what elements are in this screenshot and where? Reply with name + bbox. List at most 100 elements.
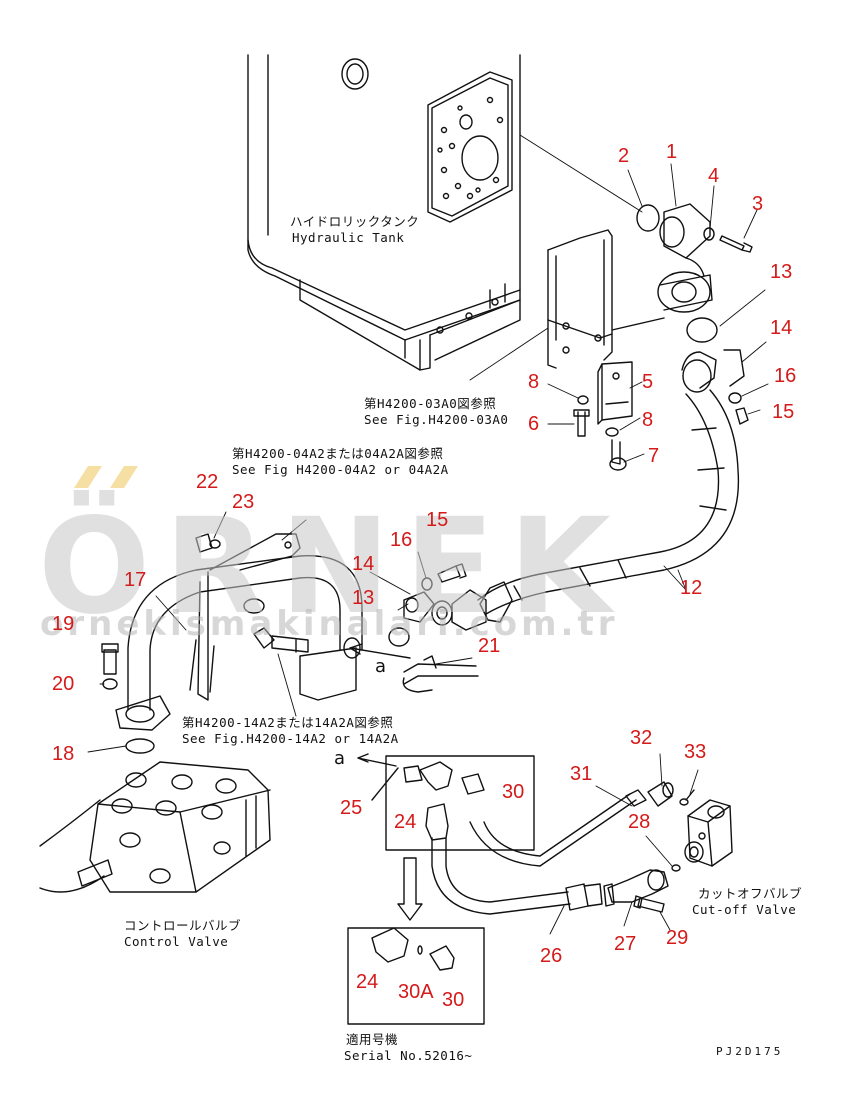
hydraulic-tank [247, 54, 521, 371]
control-valve-en: Control Valve [124, 934, 229, 949]
part-number-32: 32 [630, 727, 653, 749]
part-number-24-upper: 24 [394, 811, 417, 833]
bracket-03a0 [547, 229, 665, 369]
washer-16-lower [421, 577, 433, 591]
down-arrow [397, 857, 423, 921]
part-number-25: 25 [340, 797, 363, 819]
washer-4 [703, 227, 715, 241]
leader-25 [371, 767, 399, 801]
part-number-8-right: 8 [642, 409, 654, 431]
connector-fitting [253, 627, 309, 653]
bolt-15-top [735, 407, 749, 425]
leader-lines [87, 134, 769, 935]
part-number-22: 22 [196, 471, 219, 493]
tube-21 [402, 655, 479, 693]
drawing-code: PJ2D175 [716, 1045, 784, 1058]
serial-en: Serial No.52016~ [344, 1048, 473, 1063]
arrow-a-upper [349, 643, 411, 659]
part-number-3: 3 [752, 193, 764, 215]
ref-04a2-en: See Fig H4200-04A2 or 04A2A [232, 462, 449, 477]
o-ring-33-leader [685, 789, 695, 801]
cutoff-valve-jp: カットオフバルブ [698, 886, 803, 901]
bolt-7 [609, 439, 627, 471]
part-number-17: 17 [124, 569, 147, 591]
o-ring-13-top [686, 317, 718, 343]
o-ring-18 [125, 738, 155, 754]
part-number-5: 5 [642, 371, 654, 393]
ref-03a0-en: See Fig.H4200-03A0 [364, 412, 509, 427]
part-number-26: 26 [540, 945, 563, 967]
bolt-3 [719, 235, 753, 253]
part-number-12: 12 [680, 577, 703, 599]
serial-jp: 適用号機 [346, 1032, 399, 1047]
part-number-7: 7 [648, 445, 660, 467]
ref-14a2-jp: 第H4200-14A2または14A2A図参照 [182, 715, 394, 730]
part-number-8-left: 8 [528, 371, 540, 393]
tube-17 [115, 555, 363, 731]
part-number-14-top: 14 [770, 317, 793, 339]
part-number-30A: 30A [398, 981, 434, 1003]
tank-label-en: Hydraulic Tank [292, 230, 405, 245]
part-number-30-upper: 30 [502, 781, 525, 803]
cutoff-valve-en: Cut-off Valve [692, 902, 797, 917]
arrow-a-lower [357, 753, 397, 767]
part-number-13-lower: 13 [352, 587, 375, 609]
part-number-15-lower: 15 [426, 509, 449, 531]
part-number-24-lower: 24 [356, 971, 379, 993]
callout-a-upper: a [375, 656, 387, 677]
part-number-15-top: 15 [772, 401, 795, 423]
control-valve [39, 761, 271, 893]
part-number-21: 21 [478, 635, 501, 657]
ref-14a2-en: See Fig.H4200-14A2 or 14A2A [182, 731, 399, 746]
o-ring-2 [636, 204, 660, 232]
o-ring-28 [671, 864, 681, 872]
bracket-04a2 [189, 533, 301, 701]
callout-a-lower: a [334, 748, 346, 769]
detail-box-lower [347, 927, 485, 1025]
part-number-33: 33 [684, 741, 707, 763]
tank-label-jp: ハイドロリックタンク [290, 214, 420, 229]
bolt-29 [633, 895, 665, 913]
hose-26 [425, 803, 603, 915]
part-number-16-top: 16 [774, 365, 797, 387]
part-number-1: 1 [666, 141, 678, 163]
o-ring-33 [679, 798, 689, 806]
bolt-19 [101, 643, 119, 675]
detail-box-upper [385, 755, 535, 851]
clamp-5 [597, 361, 633, 425]
part-number-16-lower: 16 [390, 529, 413, 551]
split-flange-14-lower [403, 591, 435, 623]
washer-20 [102, 678, 118, 690]
part-number-27: 27 [614, 933, 637, 955]
bolt-6 [573, 409, 590, 437]
washer-8-bottom [605, 427, 619, 437]
cutoff-valve [684, 799, 733, 867]
part-number-6: 6 [528, 413, 540, 435]
washer-23 [209, 539, 221, 549]
ref-04a2-jp: 第H4200-04A2または04A2A図参照 [232, 446, 444, 461]
part-number-28: 28 [628, 811, 651, 833]
hose-12 [431, 389, 740, 631]
part-number-4: 4 [708, 165, 720, 187]
split-flange-14-top [681, 349, 745, 393]
bolt-15-lower [437, 563, 467, 583]
elbow-fitting-1 [657, 203, 713, 313]
part-number-29: 29 [666, 927, 689, 949]
washer-16-top [728, 392, 742, 404]
o-ring-13-lower [388, 627, 410, 647]
part-number-14-lower: 14 [352, 553, 375, 575]
washer-8-top [577, 395, 589, 405]
tube-31 [469, 789, 647, 867]
part-number-13-top: 13 [770, 261, 793, 283]
part-number-18: 18 [52, 743, 75, 765]
part-number-19: 19 [52, 613, 75, 635]
part-number-2: 2 [618, 145, 630, 167]
part-number-30-lower: 30 [442, 989, 465, 1011]
part-number-23: 23 [232, 491, 255, 513]
elbow-32 [647, 781, 674, 807]
part-number-31: 31 [570, 763, 593, 785]
control-valve-jp: コントロールバルブ [124, 918, 242, 933]
part-number-20: 20 [52, 673, 75, 695]
ref-03a0-jp: 第H4200-03A0図参照 [364, 396, 497, 411]
